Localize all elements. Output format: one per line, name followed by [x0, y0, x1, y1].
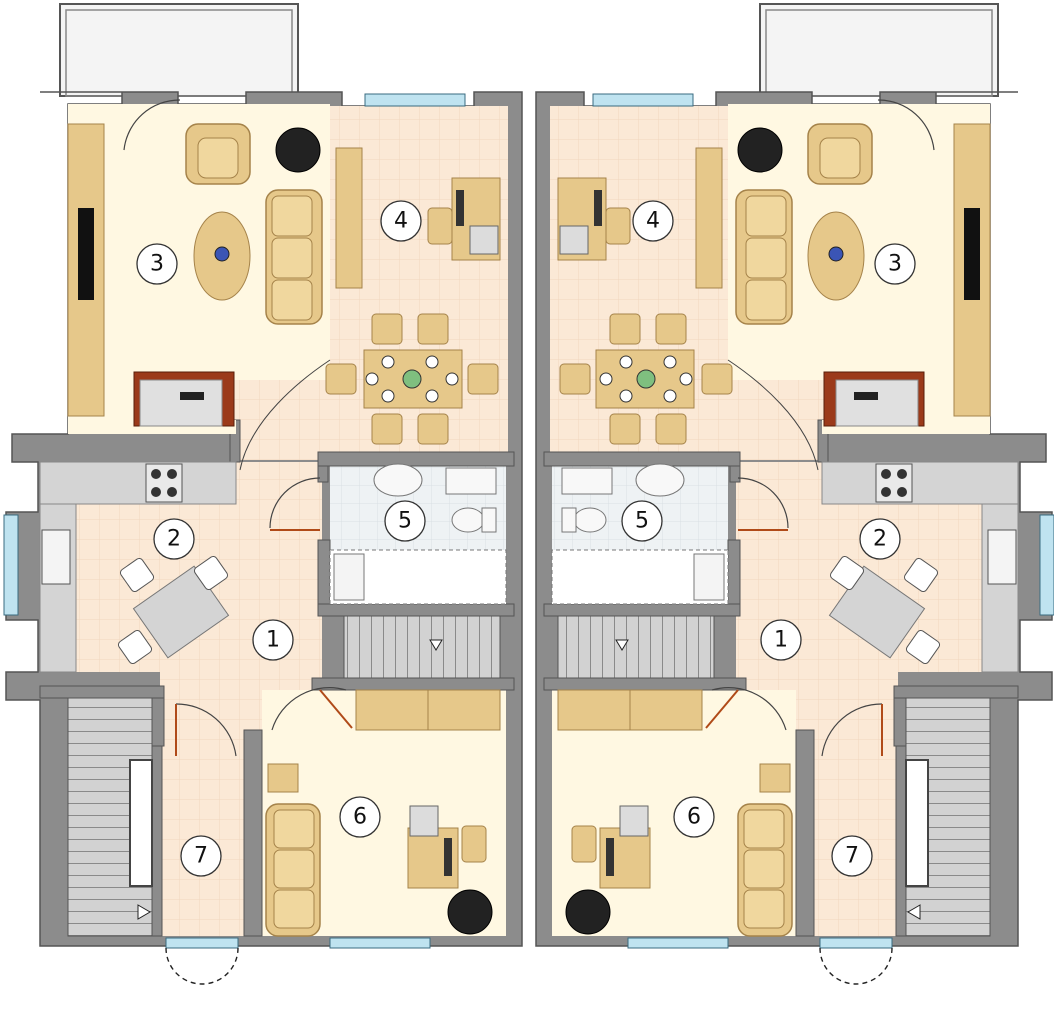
- monitor: [469, 225, 499, 255]
- svg-text:2: 2: [167, 527, 181, 552]
- svg-text:6: 6: [353, 805, 367, 830]
- svg-text:7: 7: [845, 844, 859, 869]
- tv-cabinet: [335, 147, 363, 289]
- washing-machine: [333, 553, 365, 601]
- unit-left: [3, 3, 523, 985]
- room-label-2: 2: [153, 518, 195, 560]
- svg-text:5: 5: [398, 509, 412, 534]
- svg-text:3: 3: [888, 252, 902, 277]
- shower: [445, 467, 497, 495]
- svg-text:4: 4: [646, 209, 660, 234]
- armchair: [185, 123, 251, 185]
- room-label-4: 4: [380, 200, 422, 242]
- cooktop: [145, 463, 183, 503]
- window: [364, 93, 466, 107]
- monitor: [409, 805, 439, 837]
- room-label-6: 6: [673, 796, 715, 838]
- room-label-4: 4: [632, 200, 674, 242]
- side-table: [267, 763, 299, 793]
- svg-text:1: 1: [774, 628, 788, 653]
- sink: [41, 529, 71, 585]
- room-label-1: 1: [252, 619, 294, 661]
- svg-text:5: 5: [635, 509, 649, 534]
- fireplace: [78, 208, 94, 300]
- room-label-7: 7: [831, 835, 873, 877]
- window: [3, 514, 19, 616]
- window: [329, 937, 431, 949]
- svg-text:3: 3: [150, 252, 164, 277]
- kitchen-counter: [39, 461, 237, 505]
- svg-text:2: 2: [873, 527, 887, 552]
- sofa: [265, 189, 323, 325]
- plant-icon: [447, 889, 493, 935]
- room-label-3: 3: [136, 243, 178, 285]
- room-label-5: 5: [621, 500, 663, 542]
- room-label-5: 5: [384, 500, 426, 542]
- room-label-3: 3: [874, 243, 916, 285]
- balcony: [59, 3, 299, 97]
- toilet: [451, 507, 485, 533]
- staircase: [343, 615, 501, 679]
- window: [165, 937, 239, 949]
- plant-icon: [275, 127, 321, 173]
- svg-text:1: 1: [266, 628, 280, 653]
- unit-right: [535, 3, 1054, 985]
- sofa: [265, 803, 321, 937]
- kitchen-table: [132, 565, 230, 659]
- svg-text:7: 7: [194, 844, 208, 869]
- chair: [427, 207, 453, 245]
- room-label-7: 7: [180, 835, 222, 877]
- keyboard: [444, 838, 452, 876]
- room-label-6: 6: [339, 796, 381, 838]
- washbasin: [373, 463, 423, 497]
- keyboard: [456, 190, 464, 226]
- svg-text:6: 6: [687, 805, 701, 830]
- room-label-1: 1: [760, 619, 802, 661]
- room-label-2: 2: [859, 518, 901, 560]
- svg-text:4: 4: [394, 209, 408, 234]
- kitchen-counter: [39, 503, 77, 673]
- chair: [461, 825, 487, 863]
- flower-vase: [214, 246, 230, 262]
